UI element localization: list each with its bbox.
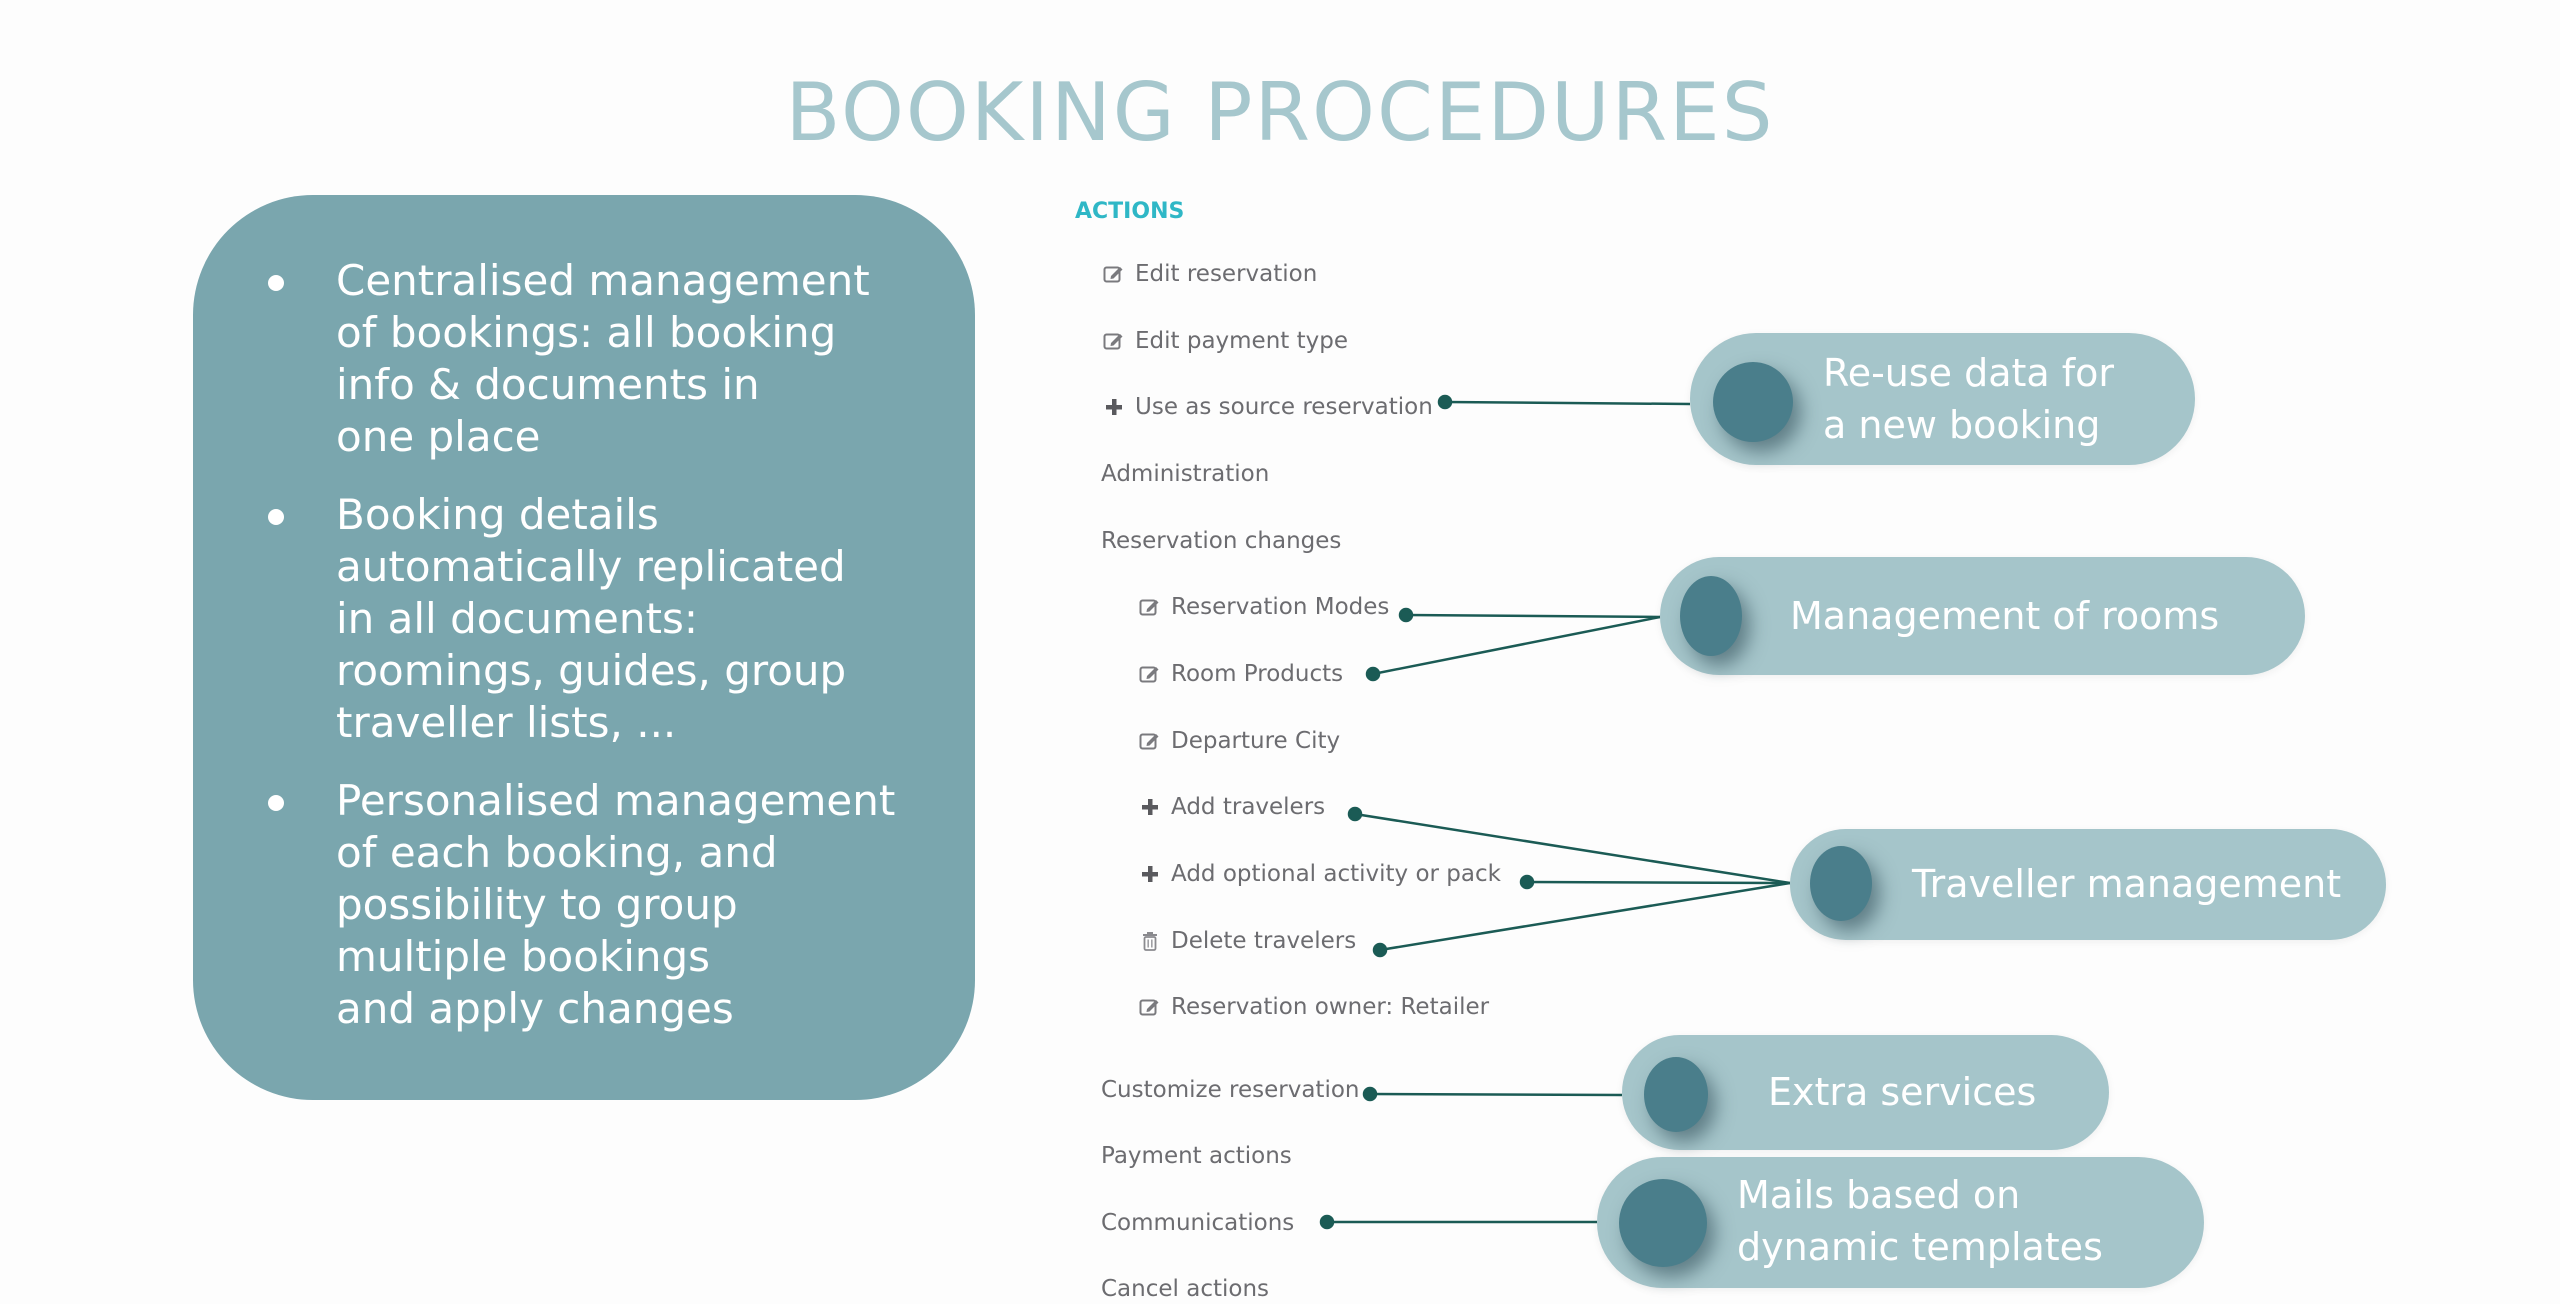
plus-icon <box>1137 796 1163 818</box>
callout-management-of-rooms: Management of rooms <box>1660 557 2305 675</box>
callout-knob-icon <box>1810 846 1872 921</box>
action-delete-travelers[interactable]: Delete travelers <box>1137 926 1356 956</box>
connector-dot <box>1398 607 1414 623</box>
feature-line: multiple bookings <box>336 932 711 981</box>
action-group-payment-actions[interactable]: Payment actions <box>1101 1141 1292 1171</box>
action-label: Customize reservation <box>1101 1077 1360 1103</box>
trash-icon <box>1137 930 1163 952</box>
callout-line: Mails based on <box>1737 1173 2021 1217</box>
feature-line: one place <box>336 412 541 461</box>
connector-line <box>1379 881 1791 952</box>
action-label: Cancel actions <box>1101 1276 1270 1302</box>
feature-line: traveller lists, ... <box>336 698 677 747</box>
action-group-administration[interactable]: Administration <box>1101 459 1269 489</box>
action-label: Reservation owner: Retailer <box>1171 994 1490 1020</box>
action-label: Reservation changes <box>1101 528 1342 554</box>
callout-line: Management of rooms <box>1790 594 2220 638</box>
action-departure-city[interactable]: Departure City <box>1137 726 1340 756</box>
action-label: Payment actions <box>1101 1143 1292 1169</box>
action-reservation-owner[interactable]: Reservation owner: Retailer <box>1137 992 1489 1022</box>
action-reservation-modes[interactable]: Reservation Modes <box>1137 592 1389 622</box>
edit-icon <box>1101 263 1127 285</box>
connector-line <box>1444 400 1691 406</box>
feature-line: of each booking, and <box>336 828 778 877</box>
edit-icon <box>1137 596 1163 618</box>
action-group-cancel-actions[interactable]: Cancel actions <box>1101 1274 1269 1304</box>
connector-dot <box>1347 806 1363 822</box>
action-label: Departure City <box>1171 728 1341 754</box>
feature-line: of bookings: all booking <box>336 308 837 357</box>
feature-line: automatically replicated <box>336 542 846 591</box>
connector-line <box>1372 615 1661 676</box>
callout-reuse-data: Re-use data for a new booking <box>1690 333 2195 465</box>
callout-line: Re-use data for <box>1823 351 2115 395</box>
action-add-travelers[interactable]: Add travelers <box>1137 792 1325 822</box>
feature-line: roomings, guides, group <box>336 646 847 695</box>
connector-dot <box>1319 1214 1335 1230</box>
action-group-reservation-changes[interactable]: Reservation changes <box>1101 526 1341 556</box>
action-label: Communications <box>1101 1210 1295 1236</box>
page-title: BOOKING PROCEDURES <box>785 66 1775 159</box>
actions-header: ACTIONS <box>1075 199 1185 224</box>
callout-traveller-management: Traveller management <box>1790 829 2386 940</box>
action-add-optional-activity[interactable]: Add optional activity or pack <box>1137 859 1501 889</box>
action-room-products[interactable]: Room Products <box>1137 659 1343 689</box>
edit-icon <box>1137 996 1163 1018</box>
connector-line <box>1405 613 1661 619</box>
action-label: Edit reservation <box>1135 261 1318 287</box>
callout-extra-services: Extra services <box>1622 1035 2109 1150</box>
action-group-communications[interactable]: Communications <box>1101 1208 1294 1238</box>
feature-line: Centralised management <box>336 256 870 305</box>
edit-icon <box>1101 330 1127 352</box>
plus-icon <box>1137 863 1163 885</box>
action-label: Add optional activity or pack <box>1171 861 1501 887</box>
action-group-customize-reservation[interactable]: Customize reservation <box>1101 1075 1360 1105</box>
callout-line: Extra services <box>1768 1070 2037 1114</box>
edit-icon <box>1137 663 1163 685</box>
action-label: Administration <box>1101 461 1270 487</box>
plus-icon <box>1101 396 1127 418</box>
action-label: Add travelers <box>1171 794 1326 820</box>
action-use-as-source-reservation[interactable]: Use as source reservation <box>1101 392 1433 422</box>
connector-dot <box>1519 874 1535 890</box>
action-edit-reservation[interactable]: Edit reservation <box>1101 259 1317 289</box>
action-label: Use as source reservation <box>1135 394 1433 420</box>
connector-dot <box>1365 666 1381 682</box>
bullet-icon <box>268 275 284 291</box>
connector-dot <box>1372 942 1388 958</box>
bullet-icon <box>268 795 284 811</box>
callout-knob-icon <box>1680 576 1742 656</box>
action-label: Edit payment type <box>1135 328 1348 354</box>
callout-line: Traveller management <box>1912 862 2342 906</box>
callout-line: a new booking <box>1823 403 2101 447</box>
action-label: Room Products <box>1171 661 1344 687</box>
bullet-icon <box>268 509 284 525</box>
feature-line: possibility to group <box>336 880 738 929</box>
action-edit-payment-type[interactable]: Edit payment type <box>1101 326 1348 356</box>
callout-knob-icon <box>1644 1057 1708 1132</box>
feature-line: in all documents: <box>336 594 699 643</box>
connector-dot <box>1437 394 1453 410</box>
feature-line: info & documents in <box>336 360 760 409</box>
connector-line <box>1369 1092 1623 1097</box>
feature-line: and apply changes <box>336 984 734 1033</box>
callout-mails-templates: Mails based on dynamic templates <box>1597 1157 2204 1288</box>
action-label: Delete travelers <box>1171 928 1357 954</box>
callout-knob-icon <box>1619 1179 1707 1267</box>
connector-line <box>1526 880 1791 885</box>
action-label: Reservation Modes <box>1171 594 1390 620</box>
edit-icon <box>1137 730 1163 752</box>
connector-dot <box>1362 1086 1378 1102</box>
callout-line: dynamic templates <box>1737 1225 2103 1269</box>
callout-knob-icon <box>1713 362 1793 442</box>
feature-line: Personalised management <box>336 776 896 825</box>
features-panel: Centralised management of bookings: all … <box>193 195 975 1100</box>
feature-line: Booking details <box>336 490 659 539</box>
